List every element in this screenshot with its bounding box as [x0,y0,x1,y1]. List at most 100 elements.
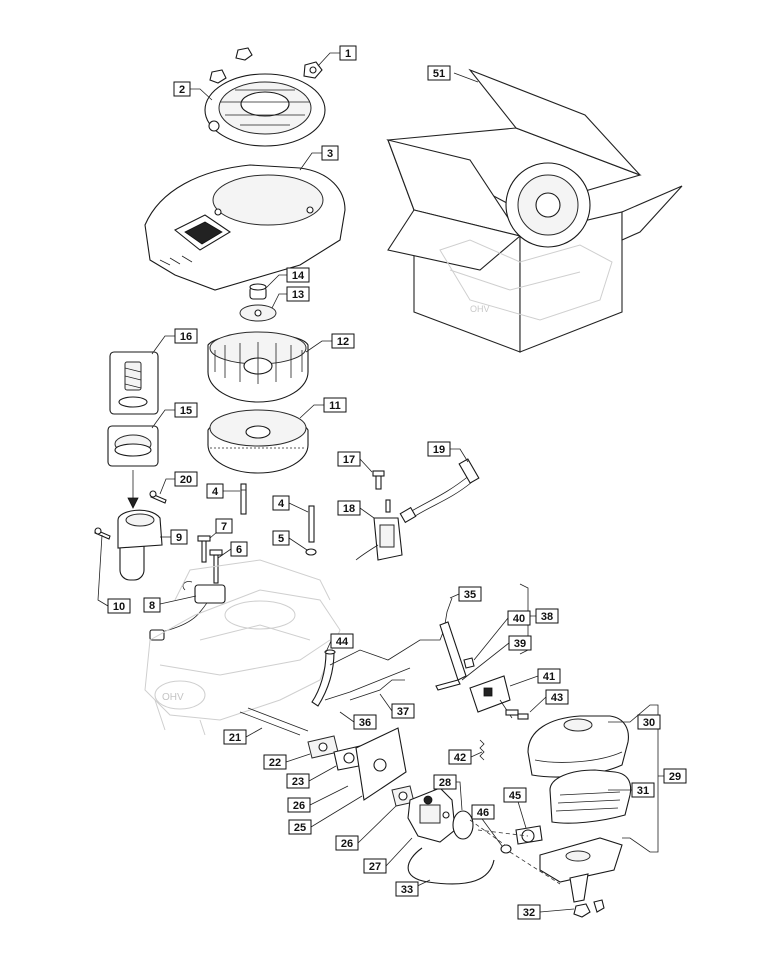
svg-text:19: 19 [433,444,445,456]
bolt-part-7 [197,535,211,563]
fan-part-12 [207,331,309,403]
svg-text:9: 9 [176,532,182,544]
bolt-part-20 [149,490,167,504]
stud-part-4b [308,505,315,543]
svg-text:14: 14 [292,270,305,282]
callout-11: 11 [323,397,347,413]
callout-46: 46 [471,804,495,820]
nut-part-40 [463,657,475,669]
svg-text:7: 7 [221,521,227,533]
callout-7: 7 [215,518,233,534]
callout-13: 13 [286,286,310,302]
heat-shield-part-25 [355,727,407,801]
callout-37: 37 [391,703,415,719]
callout-26a: 26 [287,797,311,813]
svg-text:21: 21 [229,732,241,744]
assembly-arrow [127,470,139,509]
packaged-engine-box: OHV [386,68,683,353]
breather-tube-part-44 [311,649,336,707]
callout-28: 28 [433,774,457,790]
svg-text:15: 15 [180,405,192,417]
callout-26b: 26 [335,835,359,851]
callout-36: 36 [353,714,377,730]
assembly-dashed-lines [469,819,561,885]
callout-25: 25 [288,819,312,835]
callout-19: 19 [427,441,451,457]
leader-lines [97,52,664,913]
callout-31: 31 [631,782,655,798]
callout-8: 8 [143,597,161,613]
screw-part-43 [505,709,529,720]
svg-text:5: 5 [278,533,284,545]
throttle-link-part-37 [349,679,405,701]
governor-lever-part-38 [439,621,467,681]
callout-29: 29 [663,768,687,784]
callout-41: 41 [537,668,561,684]
svg-text:3: 3 [327,148,333,160]
callout-14: 14 [286,267,310,283]
svg-text:35: 35 [464,589,476,601]
svg-text:25: 25 [294,822,306,834]
clamp-bolt-part-39 [435,679,461,691]
callout-44: 44 [330,633,354,649]
o-ring-part-28 [452,810,474,840]
spring-part-42 [479,739,485,761]
svg-text:1: 1 [345,48,351,60]
callout-33: 33 [395,881,419,897]
svg-text:4: 4 [212,486,219,498]
svg-text:40: 40 [513,613,525,625]
starter-screen-part-2 [204,73,326,147]
gasket-part-22 [307,735,339,759]
callout-32: 32 [517,904,541,920]
bolt-part-6 [209,549,223,584]
washer-part-5 [305,548,317,556]
callout-45: 45 [503,787,527,803]
carburetor-part-27 [407,787,456,843]
callout-30: 30 [637,714,661,730]
svg-text:31: 31 [637,785,649,797]
svg-text:43: 43 [551,692,563,704]
nut-part-32 [573,899,605,918]
gasket-part-26 [391,785,415,807]
svg-text:51: 51 [433,68,445,80]
callout-18: 18 [337,500,361,516]
callout-23: 23 [286,773,310,789]
svg-text:38: 38 [541,611,553,623]
svg-text:6: 6 [236,544,242,556]
callout-35: 35 [458,586,482,602]
callout-3: 3 [321,145,339,161]
governor-linkage-part-35 [329,597,453,666]
engine-block-ghost: OHV [144,559,341,736]
svg-text:20: 20 [180,474,192,486]
washer-part-13 [239,304,277,322]
air-filter-element-part-31 [549,769,632,824]
callout-15: 15 [174,402,198,418]
callout-22: 22 [263,754,287,770]
svg-text:17: 17 [343,454,355,466]
svg-text:32: 32 [523,907,535,919]
wire-harness-part-19 [399,458,480,524]
engine-mark-text-2: OHV [162,692,184,703]
callout-42: 42 [448,749,472,765]
svg-text:4: 4 [278,498,285,510]
svg-text:18: 18 [343,503,355,515]
ring-gear-inset-part-15 [107,425,159,467]
callout-6: 6 [230,541,248,557]
svg-text:2: 2 [179,84,185,96]
callout-21: 21 [223,729,247,745]
svg-text:36: 36 [359,717,371,729]
fuel-line-part-33 [407,847,495,885]
clip-part-46 [500,844,512,854]
blower-housing-part-3 [144,164,346,291]
stud-part-4a [240,483,247,515]
callout-16: 16 [174,328,198,344]
air-filter-cover-part-30 [527,715,629,778]
svg-text:26: 26 [293,800,305,812]
nut-part-1 [209,47,323,84]
ignition-coil-part-18 [355,517,403,561]
starter-drive-inset-part-16 [109,351,159,415]
bolt-part-10 [94,527,111,540]
svg-text:33: 33 [401,884,413,896]
svg-text:37: 37 [397,706,409,718]
